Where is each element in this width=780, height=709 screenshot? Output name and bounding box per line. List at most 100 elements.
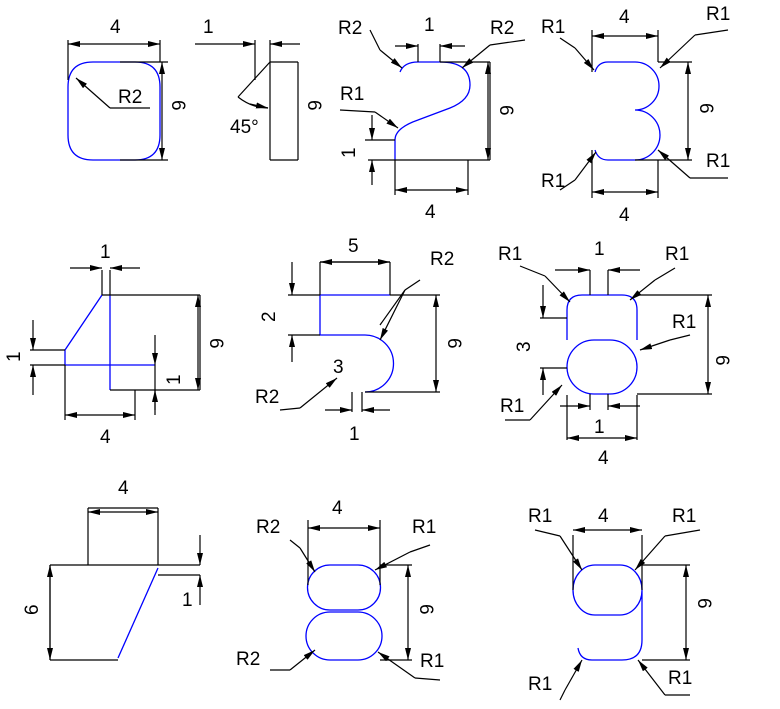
dimension-arrow [249, 102, 269, 109]
figure-digit-9: R1 4 R1 6 R1 R1 [528, 506, 714, 695]
radius-label: R1 [665, 244, 689, 265]
figure-digit-3: R1 4 R1 6 R1 R1 4 [541, 4, 730, 226]
extension-line [654, 267, 676, 281]
dimension-label: 4 [118, 478, 129, 499]
radius-label: R1 [528, 674, 552, 695]
extension-line [339, 109, 376, 113]
radius-label: R1 [420, 651, 444, 672]
radius-label: R1 [498, 244, 522, 265]
extension-line [379, 289, 406, 326]
dimension-label: 1 [339, 147, 360, 158]
extension-line [414, 677, 441, 681]
digit-outline [67, 61, 161, 161]
radius-label: R1 [500, 396, 524, 417]
geometry-layer [30, 29, 729, 701]
dimension-arrow [544, 275, 571, 303]
dimension-arrow [374, 111, 399, 129]
dimension-label: 1 [182, 590, 193, 611]
dimension-label: 6 [205, 338, 226, 349]
radius-label: R1 [706, 151, 730, 172]
digit-outline [305, 611, 383, 661]
extension-line [404, 279, 421, 291]
dimension-label: 4 [425, 202, 436, 223]
dimension-label: 6 [711, 355, 732, 366]
dimension-arrow [564, 659, 583, 691]
dimension-label: 2 [259, 311, 280, 322]
extension-line [519, 265, 546, 277]
dimension-label: 4 [332, 498, 343, 519]
dimension-label: 6 [303, 100, 324, 111]
dimension-label: 1 [349, 424, 360, 445]
extension-line [534, 529, 561, 537]
dimension-label: 4 [598, 506, 609, 527]
dimension-label: 1 [4, 351, 25, 362]
extension-line [369, 29, 381, 51]
dimension-arrow [374, 551, 411, 571]
extension-line [279, 407, 301, 411]
extension-line [289, 539, 301, 549]
radius-label: R1 [528, 506, 552, 527]
digit-outline [594, 61, 661, 161]
figure-digit-4: 1 6 1 1 4 [4, 242, 226, 448]
dimension-arrow [559, 535, 583, 571]
radius-label: R2 [430, 249, 454, 270]
dimension-arrow [379, 289, 406, 341]
dimension-arrow [529, 384, 563, 421]
digit-outline [566, 339, 638, 395]
figure-digit-6: R1 1 R1 R1 3 6 R1 1 4 [498, 239, 732, 469]
digit-outline [306, 564, 382, 611]
extension-line [409, 544, 431, 553]
figure-digit-1: 1 6 45° [203, 17, 324, 138]
dimension-label: 1 [203, 17, 214, 38]
radius-label: R1 [541, 17, 565, 38]
extension-line [559, 37, 576, 49]
dimension-arrow [75, 77, 111, 109]
dimension-label: 4 [619, 7, 630, 28]
extension-line [669, 334, 691, 341]
dimension-label: 4 [598, 448, 609, 469]
dimension-arrow [379, 49, 403, 69]
dimension-label: 1 [424, 15, 435, 36]
dimension-arrow [377, 651, 416, 679]
extension-line [664, 529, 701, 537]
dimension-label: 4 [100, 427, 111, 448]
dimension-arrow [659, 34, 696, 69]
radius-label: R1 [672, 312, 696, 333]
dimension-arrow [639, 339, 671, 351]
radius-label: R1 [541, 171, 565, 192]
dimension-label: 1 [100, 242, 111, 263]
figure-digit-0: 4 R2 6 [110, 17, 188, 111]
angle-label: 45° [230, 117, 259, 138]
dimension-label: 6 [495, 105, 516, 116]
dimension-label: 3 [333, 357, 344, 378]
dimension-arrow [657, 149, 691, 179]
extension-line [694, 29, 729, 36]
radius-label: R1 [340, 84, 364, 105]
radius-label: R1 [672, 506, 696, 527]
radius-label: R1 [706, 4, 730, 25]
extension-line [489, 39, 526, 46]
angle-arc [237, 96, 269, 109]
extension-line [237, 61, 271, 98]
radius-label: R2 [118, 87, 142, 108]
dimension-arrow [629, 279, 656, 301]
dimension-label: 3 [514, 341, 535, 352]
radius-label: R1 [412, 517, 436, 538]
dimension-label: 1 [594, 417, 605, 438]
extension-line [559, 179, 576, 191]
dimension-label: 6 [415, 604, 436, 615]
dimension-arrow [289, 649, 316, 671]
dimension-label: 1 [594, 239, 605, 260]
extension-line [559, 689, 566, 701]
radius-label: R2 [236, 649, 260, 670]
dimension-label: 6 [695, 103, 716, 114]
dimension-label: 5 [348, 236, 359, 257]
dimension-label: 6 [167, 100, 188, 111]
dimension-arrow [299, 377, 338, 409]
dimension-arrow [574, 151, 597, 181]
digit-outline [394, 61, 471, 160]
figure-digit-2: R2 1 R2 R1 6 1 4 [338, 15, 516, 223]
dimension-label: 6 [443, 338, 464, 349]
radius-label: R2 [338, 18, 362, 39]
